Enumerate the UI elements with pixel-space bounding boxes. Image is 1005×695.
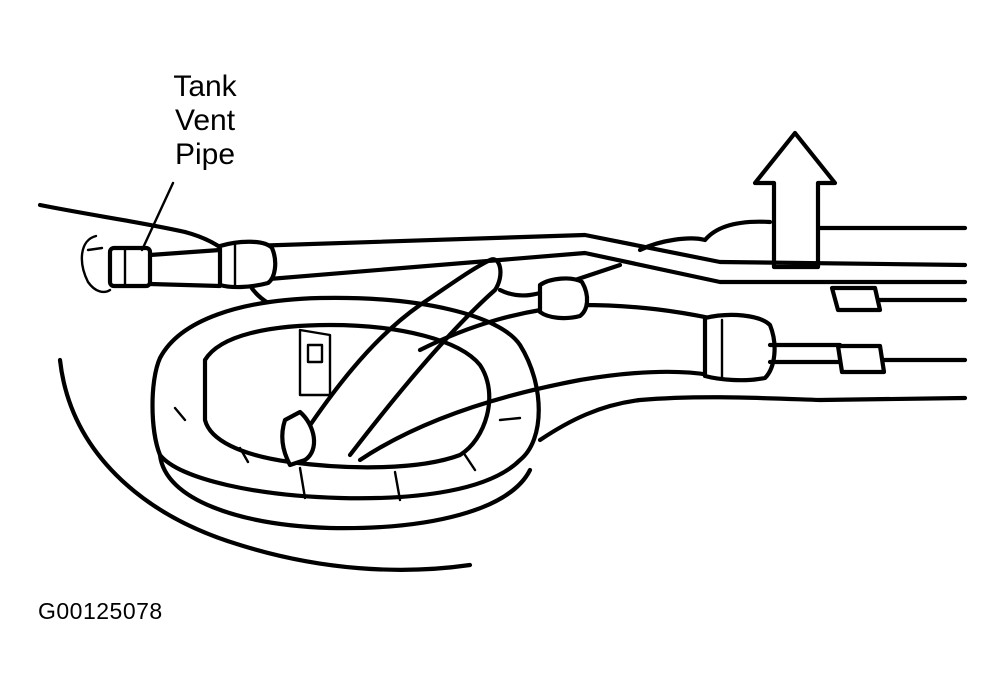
label-line-pipe: Pipe bbox=[174, 138, 236, 171]
tank-vent-pipe bbox=[217, 232, 968, 286]
tank-vent-pipe-label: Tank Vent Pipe bbox=[150, 70, 260, 172]
vent-pipe-fitting bbox=[80, 234, 278, 294]
retaining-clips bbox=[767, 285, 968, 375]
fuel-return-hose bbox=[497, 262, 623, 321]
label-line-tank: Tank bbox=[173, 70, 237, 103]
fuel-supply-hose bbox=[280, 257, 777, 468]
label-line-vent: Vent bbox=[174, 104, 236, 137]
callout-leader-line bbox=[140, 181, 175, 252]
direction-arrow-icon bbox=[752, 130, 838, 270]
tank-body-outline bbox=[37, 202, 968, 572]
pump-mounting-ring bbox=[150, 295, 541, 531]
figure-id: G00125078 bbox=[38, 598, 163, 624]
